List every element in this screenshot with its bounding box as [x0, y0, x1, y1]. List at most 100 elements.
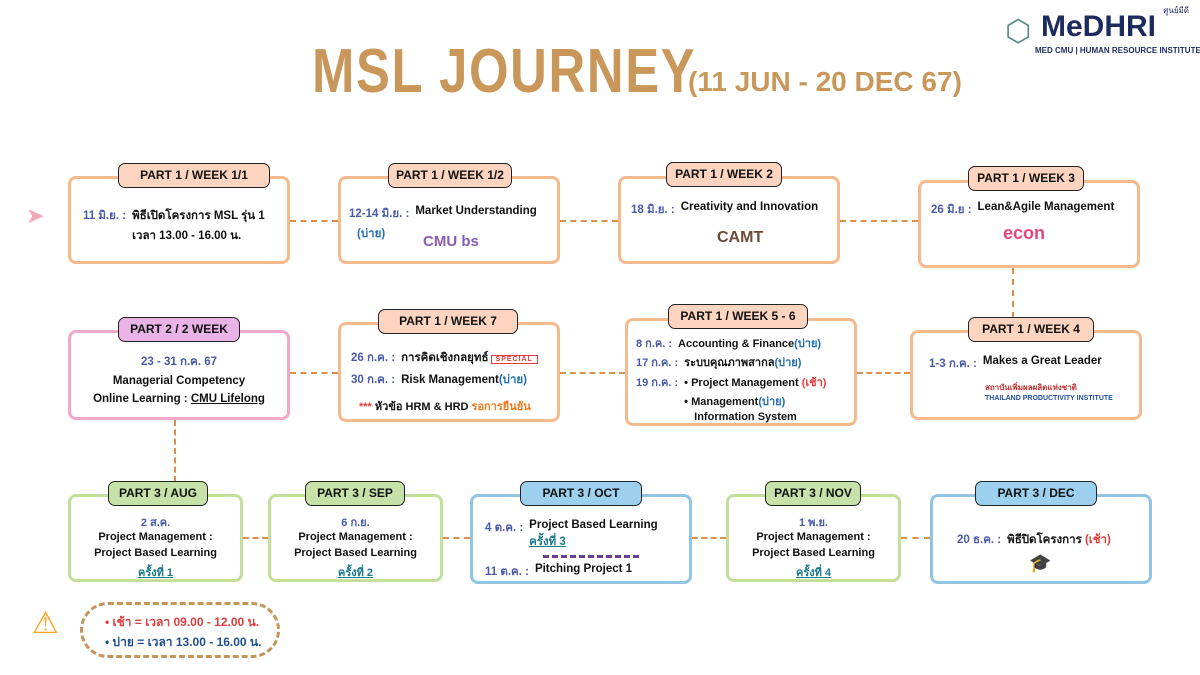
- cmubs-logo: CMU bs: [423, 233, 479, 250]
- cmu-lifelong-link[interactable]: CMU Lifelong: [190, 393, 265, 405]
- card-week-1-2: 12-14 มิ.ย. : Market Understanding (บ่าย…: [338, 176, 560, 264]
- graduation-cap-icon: 🎓: [1029, 553, 1052, 573]
- topic: Market Understanding: [415, 205, 537, 217]
- entry-body: Project Based Learning ครั้งที่ 3: [529, 519, 657, 551]
- entry: 4 ต.ค. : Project Based Learning ครั้งที่…: [485, 519, 658, 551]
- tag-sep: PART 3 / SEP: [305, 481, 405, 506]
- logo-thai: ศูนย์มีดี: [1163, 6, 1189, 15]
- topic: Project Management :: [756, 531, 871, 543]
- connector: [290, 220, 338, 222]
- card-week-7: 26 ก.ค. : การคิดเชิงกลยุทธ์SPECIAL 30 ก.…: [338, 322, 560, 422]
- tag-week-7: PART 1 / WEEK 7: [378, 309, 518, 334]
- date: 18 มิ.ย. :: [631, 204, 675, 216]
- topic: Pitching Project 1: [534, 563, 633, 575]
- tag-week-1-1: PART 1 / WEEK 1/1: [118, 163, 270, 188]
- session-link[interactable]: ครั้งที่ 2: [337, 567, 374, 579]
- session-link[interactable]: ครั้งที่ 1: [137, 567, 174, 579]
- topic: Project Based Learning: [94, 547, 217, 559]
- note-text: หัวข้อ HRM & HRD: [374, 401, 469, 413]
- entry: 30 ก.ค. : Risk Management(บ่าย): [351, 371, 527, 389]
- time: เวลา 13.00 - 16.00 น.: [132, 230, 242, 242]
- session-link[interactable]: ครั้งที่ 3: [529, 536, 566, 548]
- econ-logo: econ: [1003, 223, 1046, 243]
- connector: [560, 372, 625, 374]
- card-dec: 20 ธ.ค. : พิธีปิดโครงการ (เช้า) 🎓: [930, 494, 1152, 584]
- topic: พิธีปิดโครงการ (เช้า): [1007, 531, 1111, 549]
- divider: [543, 555, 639, 558]
- connector: [560, 220, 618, 222]
- tag-dec: PART 3 / DEC: [975, 481, 1097, 506]
- date: 19 ก.ค. :: [636, 377, 679, 389]
- connector: [290, 372, 338, 374]
- logo-subtitle: MED CMU | HUMAN RESOURCE INSTITUTE: [1035, 46, 1200, 55]
- warning-icon: ⚠: [32, 607, 59, 640]
- date: 12-14 มิ.ย. :: [349, 208, 410, 220]
- tag-week-4: PART 1 / WEEK 4: [968, 317, 1094, 342]
- topic: Risk Management(บ่าย): [401, 371, 527, 389]
- entry: 26 ก.ค. : การคิดเชิงกลยุทธ์SPECIAL: [351, 349, 538, 367]
- topic: Makes a Great Leader: [982, 355, 1102, 367]
- entry: 12-14 มิ.ย. : Market Understanding: [349, 205, 537, 223]
- medhri-logo: ⬡ MeDHRI ศูนย์มีดี MED CMU | HUMAN RESOU…: [1005, 6, 1200, 60]
- entry: 11 ต.ค. : Pitching Project 1: [485, 563, 632, 581]
- entry: 8 ก.ค. : Accounting & Finance(บ่าย): [636, 334, 821, 352]
- date: 11 มิ.ย. :: [83, 210, 127, 222]
- platform-label: Online Learning :: [93, 393, 191, 405]
- topic: • Management(บ่าย): [684, 396, 786, 408]
- note-status: รอการยืนยัน: [471, 401, 531, 413]
- date: 1 พ.ย.: [799, 517, 828, 529]
- tag-oct: PART 3 / OCT: [520, 481, 642, 506]
- date: 26 มิ.ย :: [931, 204, 972, 216]
- connector: [443, 537, 470, 539]
- topic-cont: Information System: [694, 411, 797, 423]
- topic-text: Risk Management: [401, 374, 499, 386]
- entry: 19 ก.ค. : • Project Management (เช้า) • …: [636, 373, 826, 423]
- connector: [692, 537, 726, 539]
- date: 23 - 31 ก.ค. 67: [140, 356, 218, 368]
- session: (บ่าย): [498, 374, 527, 386]
- date: 4 ต.ค. :: [485, 522, 524, 534]
- card-week-3: 26 มิ.ย : Lean&Agile Management econ: [918, 180, 1140, 268]
- special-badge: SPECIAL: [490, 355, 538, 364]
- date: 8 ก.ค. :: [636, 338, 673, 350]
- logo-name: MeDHRI: [1041, 10, 1157, 43]
- tag-part-2: PART 2 / 2 WEEK: [118, 317, 240, 342]
- topic: • Project Management (เช้า): [684, 377, 827, 389]
- entry: 17 ก.ค. : ระบบคุณภาพสากล(บ่าย): [636, 353, 801, 371]
- entry-body: พิธีเปิดโครงการ MSL รุ่น 1 เวลา 13.00 - …: [132, 207, 265, 245]
- card-aug: 2 ส.ค. Project Management : Project Base…: [68, 494, 243, 582]
- card-week-4: 1-3 ก.ค. : Makes a Great Leader สถาบันเพ…: [910, 330, 1142, 420]
- session-link[interactable]: ครั้งที่ 4: [795, 567, 832, 579]
- entry: 1-3 ก.ค. : Makes a Great Leader: [929, 355, 1102, 373]
- date: 26 ก.ค. :: [351, 352, 396, 364]
- topic: Lean&Agile Management: [977, 201, 1115, 213]
- connector: [857, 372, 910, 374]
- date: 1-3 ก.ค. :: [929, 358, 977, 370]
- arrow-icon: ➤: [26, 203, 45, 228]
- topic: ระบบคุณภาพสากล(บ่าย): [684, 353, 801, 371]
- date-range: (11 JUN - 20 DEC 67): [688, 66, 962, 97]
- topic: Creativity and Innovation: [680, 201, 819, 213]
- date: 2 ส.ค.: [140, 517, 171, 529]
- entry: 26 มิ.ย : Lean&Agile Management: [931, 201, 1114, 219]
- topic: การคิดเชิงกลยุทธ์SPECIAL: [401, 349, 538, 367]
- date: 6 ก.ย.: [341, 517, 370, 529]
- entry-body: • Project Management (เช้า) • Management…: [684, 373, 826, 423]
- topic: Project Management :: [298, 531, 413, 543]
- tpi-logo-en: THAILAND PRODUCTIVITY INSTITUTE: [985, 395, 1113, 402]
- tag-week-1-2: PART 1 / WEEK 1/2: [388, 163, 512, 188]
- topic-text: Project Management: [691, 377, 799, 389]
- platform: Online Learning : CMU Lifelong: [71, 393, 287, 405]
- topic: Project Based Learning: [294, 547, 417, 559]
- tpi-logo: สถาบันเพิ่มผลผลิตแห่งชาติ THAILAND PRODUC…: [985, 383, 1113, 404]
- topic: Project Based Learning: [529, 519, 658, 531]
- topic-text: Management: [691, 396, 759, 408]
- session: (บ่าย): [794, 338, 822, 350]
- tag-week-2: PART 1 / WEEK 2: [666, 162, 782, 187]
- legend-morning: • เช้า = เวลา 09.00 - 12.00 น.: [105, 615, 260, 629]
- tpi-logo-th: สถาบันเพิ่มผลผลิตแห่งชาติ: [985, 383, 1077, 392]
- connector: [840, 220, 918, 222]
- card-nov: 1 พ.ย. Project Management : Project Base…: [726, 494, 901, 582]
- topic-text: การคิดเชิงกลยุทธ์: [401, 352, 489, 364]
- legend-afternoon: • บ่าย = เวลา 13.00 - 16.00 น.: [105, 635, 262, 649]
